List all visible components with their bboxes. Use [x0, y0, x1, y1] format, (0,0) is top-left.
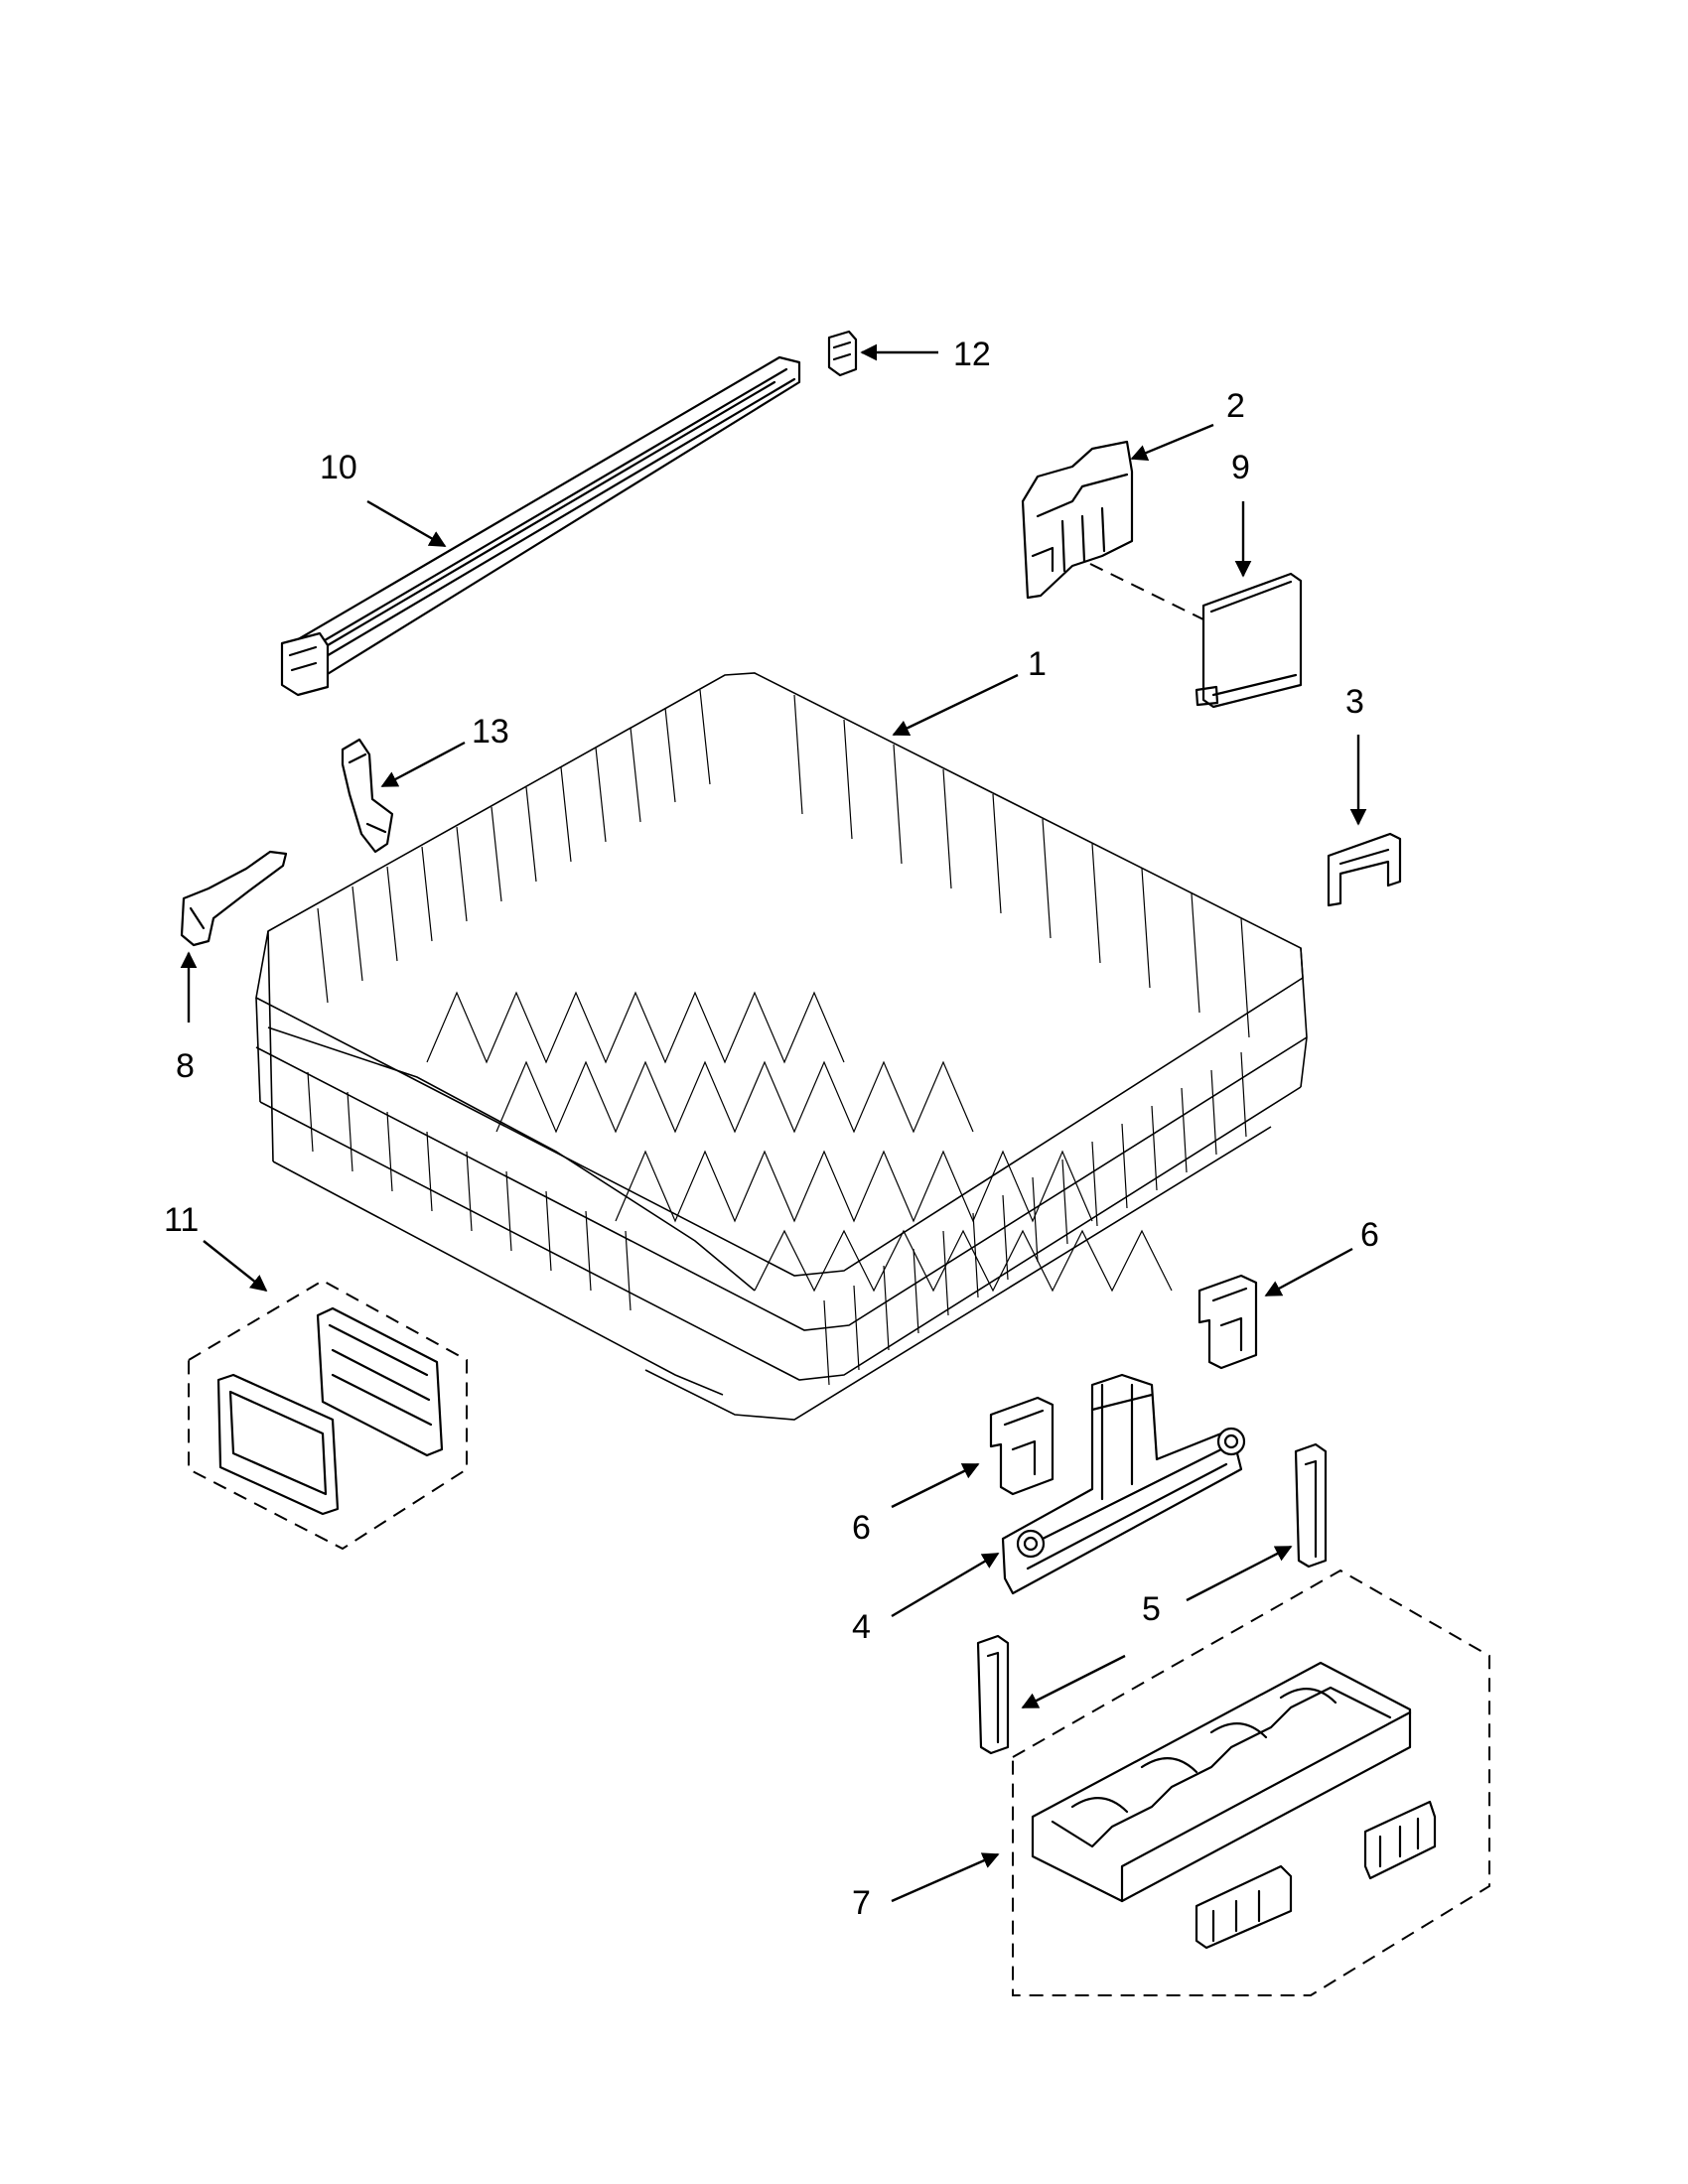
leader-5-left	[1021, 1654, 1126, 1709]
part-8-latch[interactable]	[180, 850, 288, 947]
leader-1	[892, 673, 1019, 737]
leader-6-lower	[891, 1462, 980, 1509]
leader-lines	[180, 343, 1367, 1903]
callout-8: 8	[176, 1047, 195, 1085]
leader-6-upper	[1264, 1247, 1353, 1297]
part-4-adjuster-track[interactable]	[1001, 1373, 1246, 1595]
callout-6-lower: 6	[852, 1509, 871, 1547]
part-2-adjuster-housing[interactable]	[1021, 440, 1134, 600]
part-9-adjuster-cover[interactable]	[1195, 572, 1303, 709]
part-10-rack-rail[interactable]	[280, 355, 801, 697]
part-5-left-tine[interactable]	[976, 1634, 1010, 1755]
callout-5: 5	[1142, 1590, 1161, 1628]
callout-1: 1	[1028, 645, 1047, 683]
callout-9: 9	[1231, 449, 1250, 486]
part-1-upper-dishrack[interactable]	[255, 672, 1308, 1421]
leader-10	[366, 499, 447, 548]
part-3-clip[interactable]	[1327, 832, 1402, 907]
assembly-dashed-line	[1089, 563, 1204, 620]
leader-5-right	[1186, 1545, 1293, 1602]
callout-11: 11	[164, 1201, 199, 1239]
leader-13	[380, 741, 466, 788]
callout-2: 2	[1226, 387, 1245, 425]
part-5-right-tine[interactable]	[1294, 1442, 1328, 1569]
leader-7	[891, 1852, 1000, 1903]
leader-11	[203, 1240, 268, 1293]
part-12-rail-stop[interactable]	[827, 330, 858, 377]
callout-6-upper: 6	[1360, 1216, 1379, 1254]
leader-2	[1130, 423, 1214, 461]
callout-labels: 12 2 9 10 1 13 3 8 11 6 6 4 5 7	[164, 336, 1379, 1922]
callout-13: 13	[472, 713, 509, 751]
callout-7: 7	[852, 1884, 871, 1922]
part-7-cup-shelf-kit[interactable]	[1012, 1569, 1490, 1996]
callout-12: 12	[953, 336, 991, 373]
callout-3: 3	[1345, 683, 1364, 721]
part-13-rack-clip[interactable]	[341, 738, 394, 854]
part-6-upper-clip[interactable]	[1197, 1274, 1258, 1370]
callout-10: 10	[320, 449, 357, 486]
part-11-tine-retainer-kit[interactable]	[188, 1279, 468, 1551]
leader-4	[891, 1552, 1000, 1618]
callout-4: 4	[852, 1608, 871, 1646]
part-6-lower-clip[interactable]	[989, 1396, 1055, 1496]
